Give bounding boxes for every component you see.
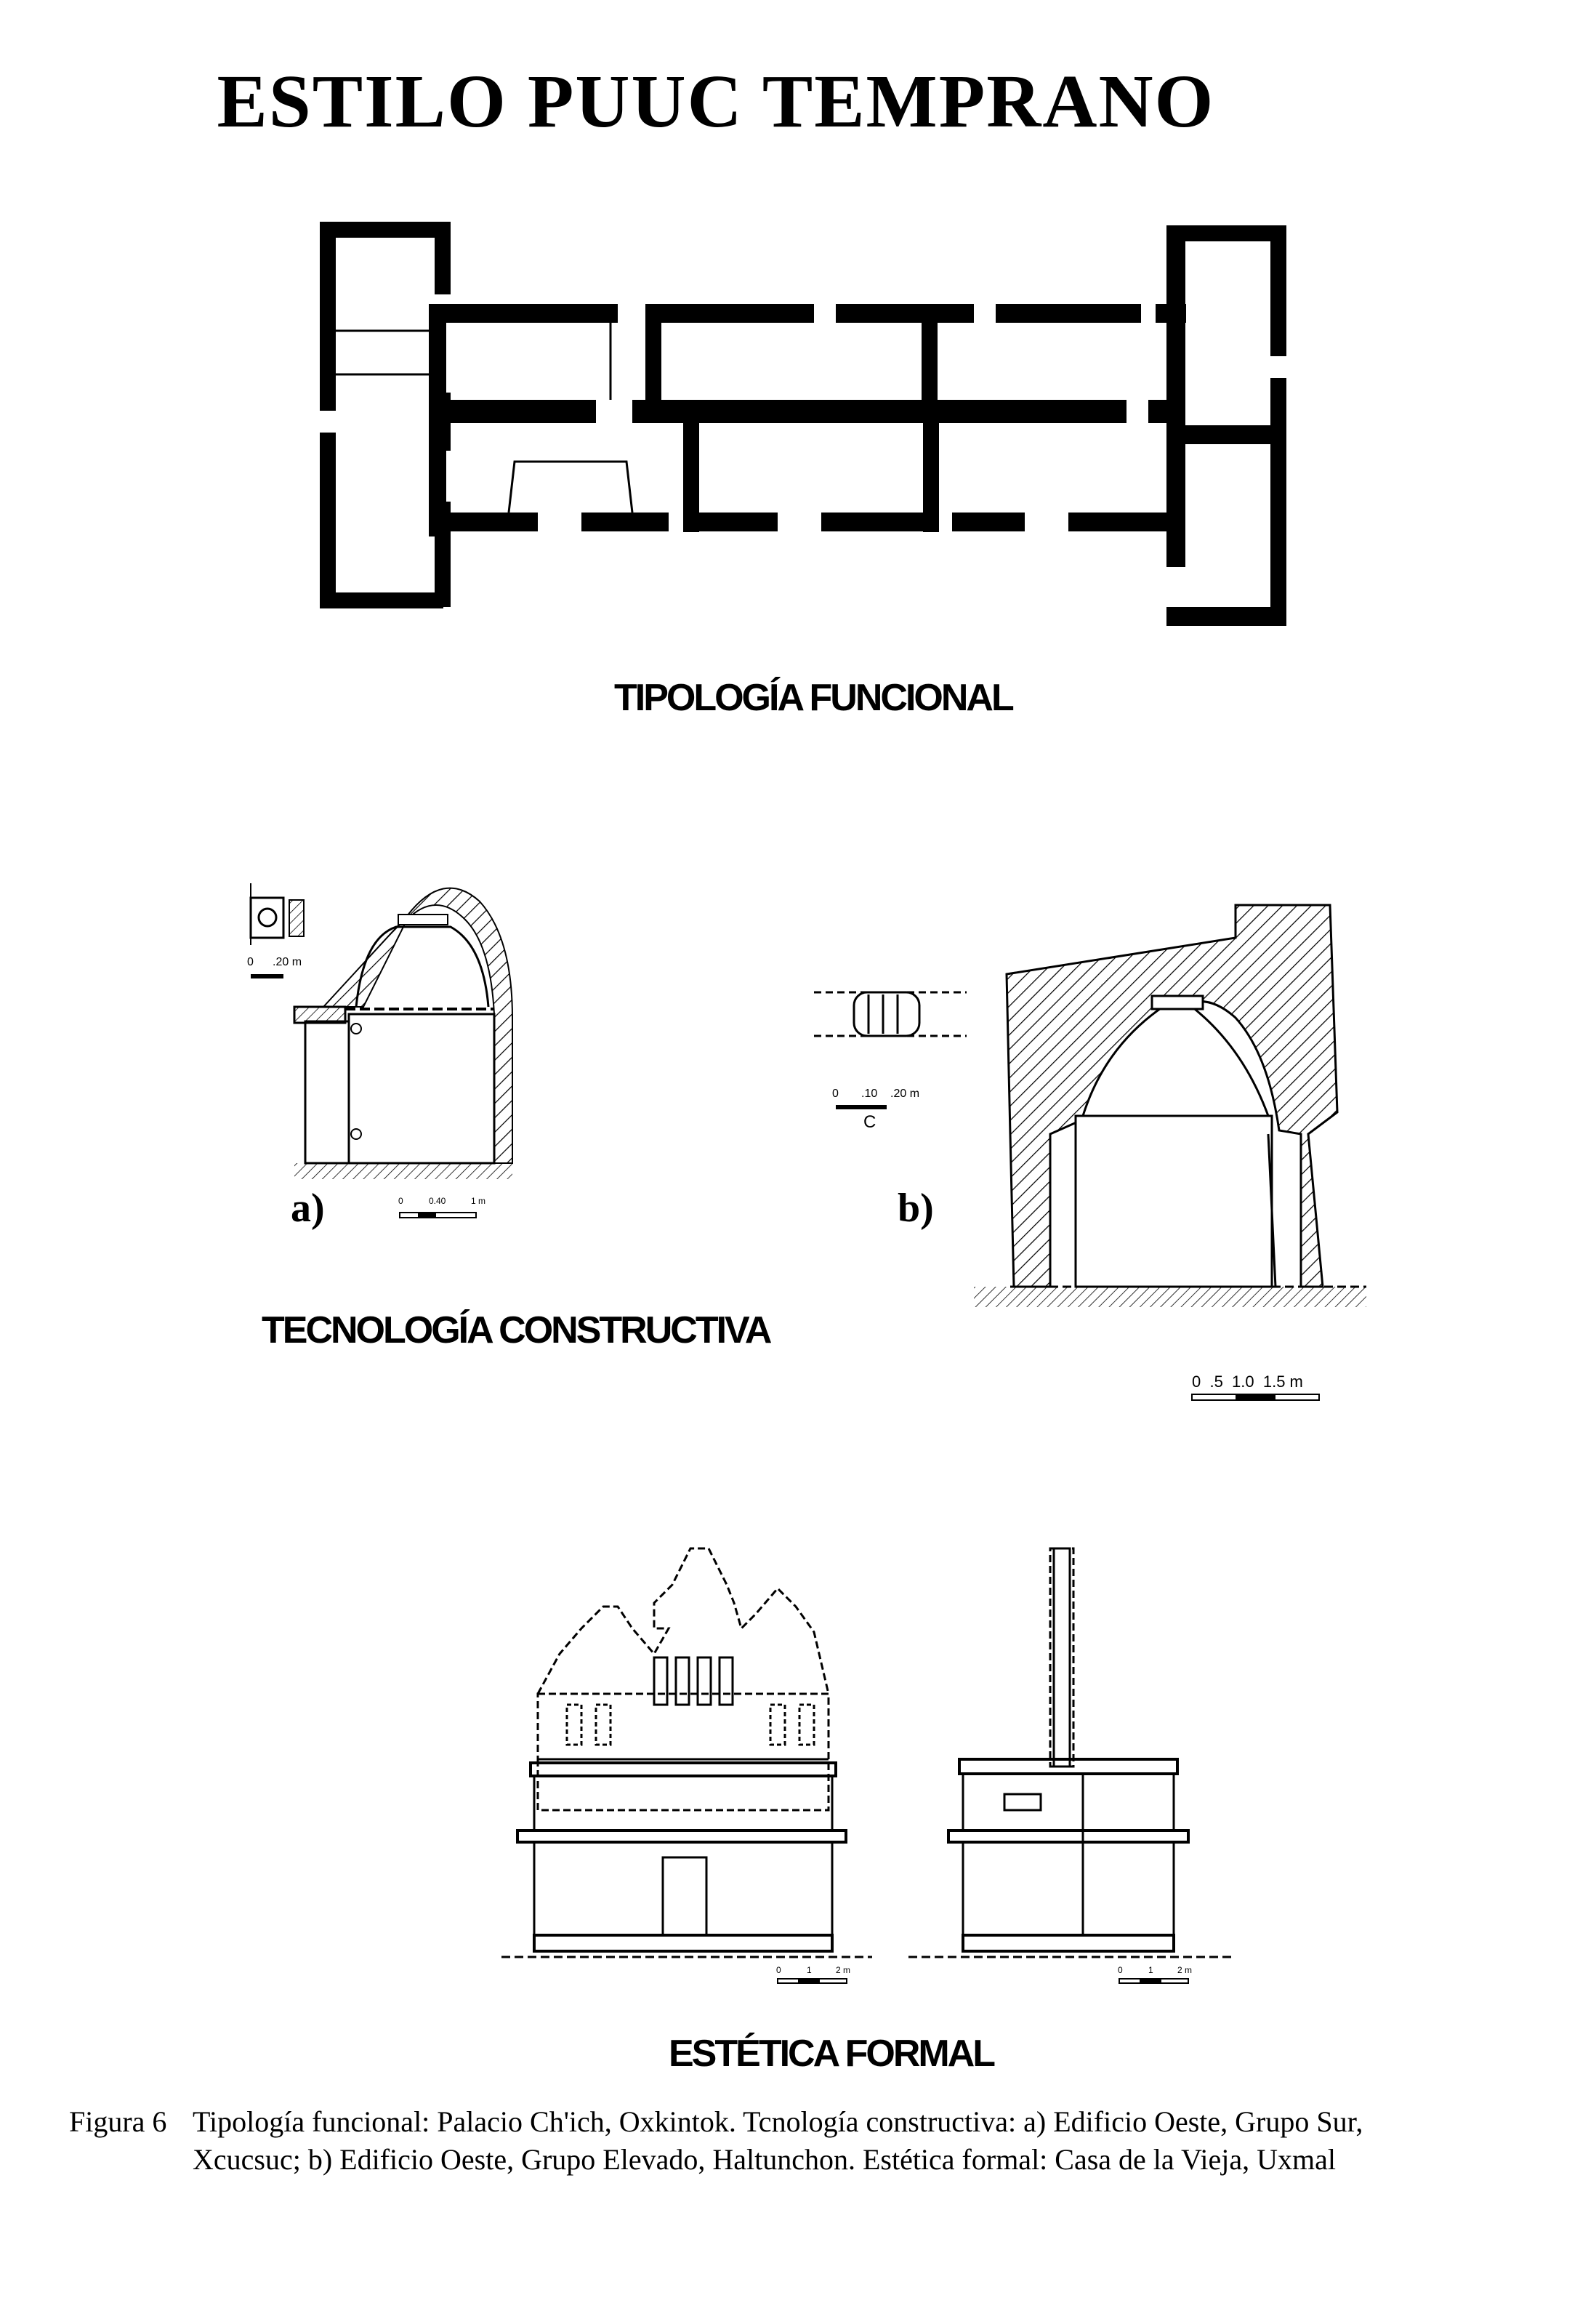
scale-elev-left-0: 0 xyxy=(776,1965,781,1975)
floor-plan xyxy=(320,222,1286,626)
scale-b: 0 .5 1.0 1.5 m xyxy=(1192,1372,1303,1391)
front-elevation xyxy=(501,1547,872,1958)
scale-a-main-0: 0 xyxy=(398,1196,403,1206)
panel-a-label: a) xyxy=(291,1186,325,1231)
side-elevation xyxy=(908,1547,1236,1958)
scale-a-detail-0: 0 xyxy=(247,956,254,968)
scale-a-detail-end: .20 m xyxy=(273,956,302,968)
elevation-scale-bars xyxy=(777,1978,1189,1984)
detail-c-drawing xyxy=(814,991,967,1109)
scale-elev-right-0: 0 xyxy=(1118,1965,1123,1975)
scale-c-end: .20 m xyxy=(890,1088,920,1100)
scale-elev-right-mid: 1 xyxy=(1148,1965,1153,1975)
caption-line-2: Xcucsuc; b) Edificio Oeste, Grupo Elevad… xyxy=(193,2143,1337,2176)
page-title: ESTILO PUUC TEMPRANO xyxy=(217,60,1215,143)
figure-caption: Figura 6 Tipología funcional: Palacio Ch'… xyxy=(69,2103,1530,2179)
scale-a-main-mid: 0.40 xyxy=(429,1196,446,1206)
section-label-aesthetic: ESTÉTICA FORMAL xyxy=(669,2033,996,2075)
caption-line-1: Tipología funcional: Palacio Ch'ich, Oxk… xyxy=(193,2105,1363,2138)
section-label-functional: TIPOLOGÍA FUNCIONAL xyxy=(614,677,1015,719)
scale-c-0: 0 xyxy=(832,1088,839,1100)
scale-elev-right-end: 2 m xyxy=(1177,1965,1193,1975)
scale-elev-left-end: 2 m xyxy=(836,1965,851,1975)
scale-elev-left-mid: 1 xyxy=(807,1965,812,1975)
section-a-drawing xyxy=(249,883,513,1218)
figure-number: Figura 6 xyxy=(69,2105,167,2138)
scale-c-mid: .10 xyxy=(861,1088,878,1100)
panel-c-label: C xyxy=(863,1112,876,1132)
scale-a-main-end: 1 m xyxy=(471,1196,486,1206)
section-label-construction: TECNOLOGÍA CONSTRUCTIVA xyxy=(262,1309,772,1351)
section-b-drawing xyxy=(974,904,1366,1401)
panel-b-label: b) xyxy=(898,1186,934,1231)
floor-plan-thin-lines xyxy=(336,323,634,513)
